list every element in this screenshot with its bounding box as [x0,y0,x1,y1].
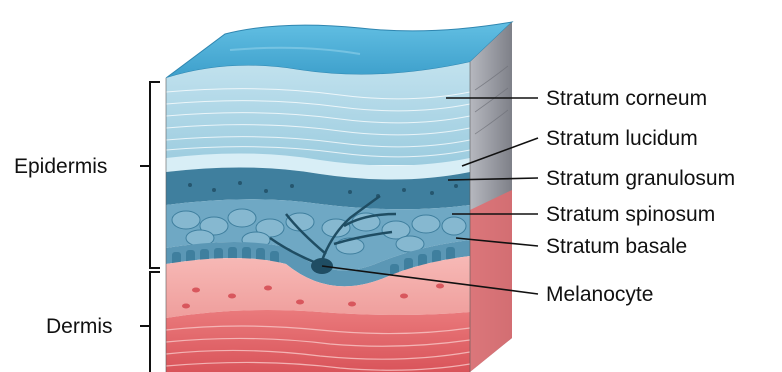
dermis-bracket [140,272,160,372]
label-melanocyte: Melanocyte [546,284,653,305]
label-stratum-spinosum: Stratum spinosum [546,204,715,225]
epidermis-label: Epidermis [14,156,107,177]
label-stratum-corneum: Stratum corneum [546,88,707,109]
label-stratum-lucidum: Stratum lucidum [546,128,698,149]
label-stratum-basale: Stratum basale [546,236,687,257]
dermis-label: Dermis [46,316,113,337]
epidermis-bracket [140,82,160,268]
label-stratum-granulosum: Stratum granulosum [546,168,735,189]
